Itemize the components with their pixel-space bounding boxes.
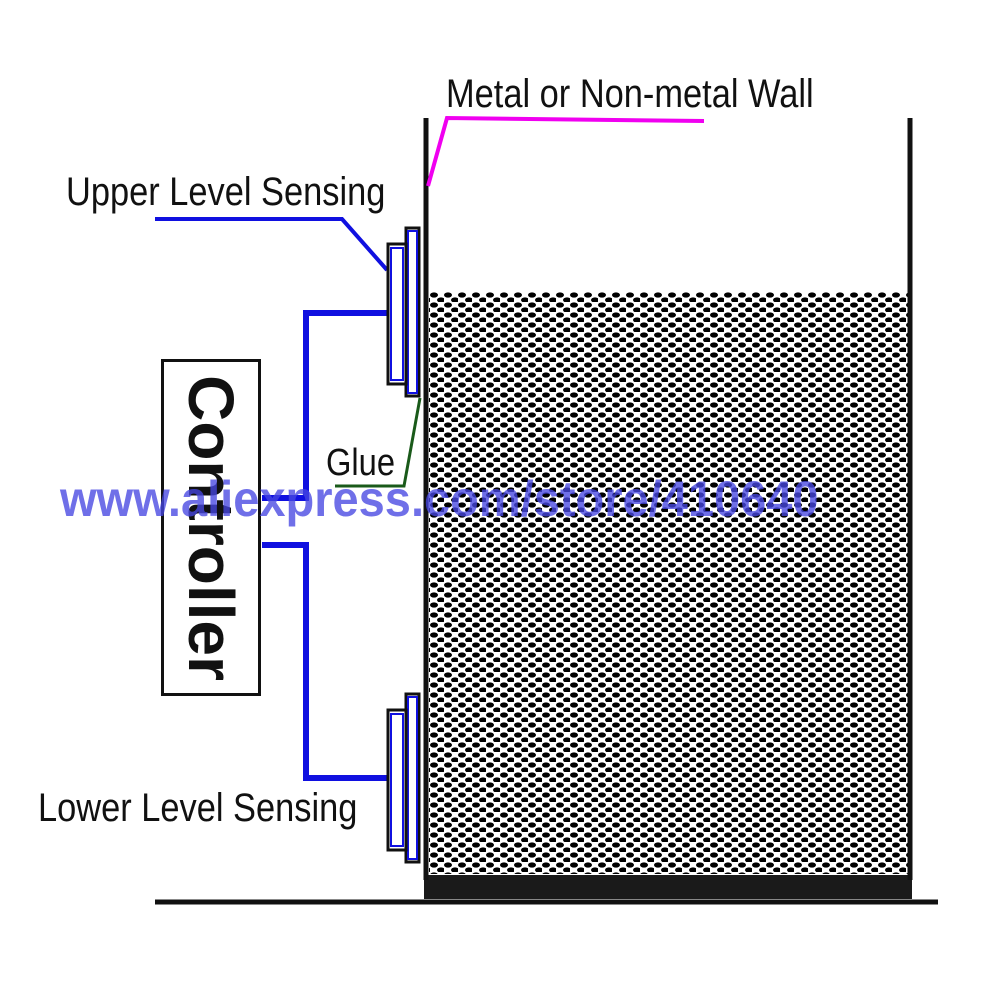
lower-sensor (386, 692, 421, 864)
upper-wire (262, 310, 388, 501)
tank-bottom (424, 875, 912, 899)
glue-leader-line (335, 397, 422, 488)
wall-leader-line (426, 115, 705, 187)
glue-label: Glue (326, 442, 396, 484)
upper-sensor-leader-line (155, 217, 389, 272)
upper-sensor-label: Upper Level Sensing (66, 170, 386, 214)
wall-label: Metal or Non-metal Wall (446, 72, 814, 116)
controller-box: Controller (161, 359, 261, 696)
liquid-fill (429, 292, 908, 874)
lower-sensor-label: Lower Level Sensing (38, 786, 358, 830)
upper-sensor (386, 226, 421, 398)
watermark-text: www.aliexpress.com/store/410640 (60, 471, 819, 527)
lower-wire (262, 542, 388, 781)
